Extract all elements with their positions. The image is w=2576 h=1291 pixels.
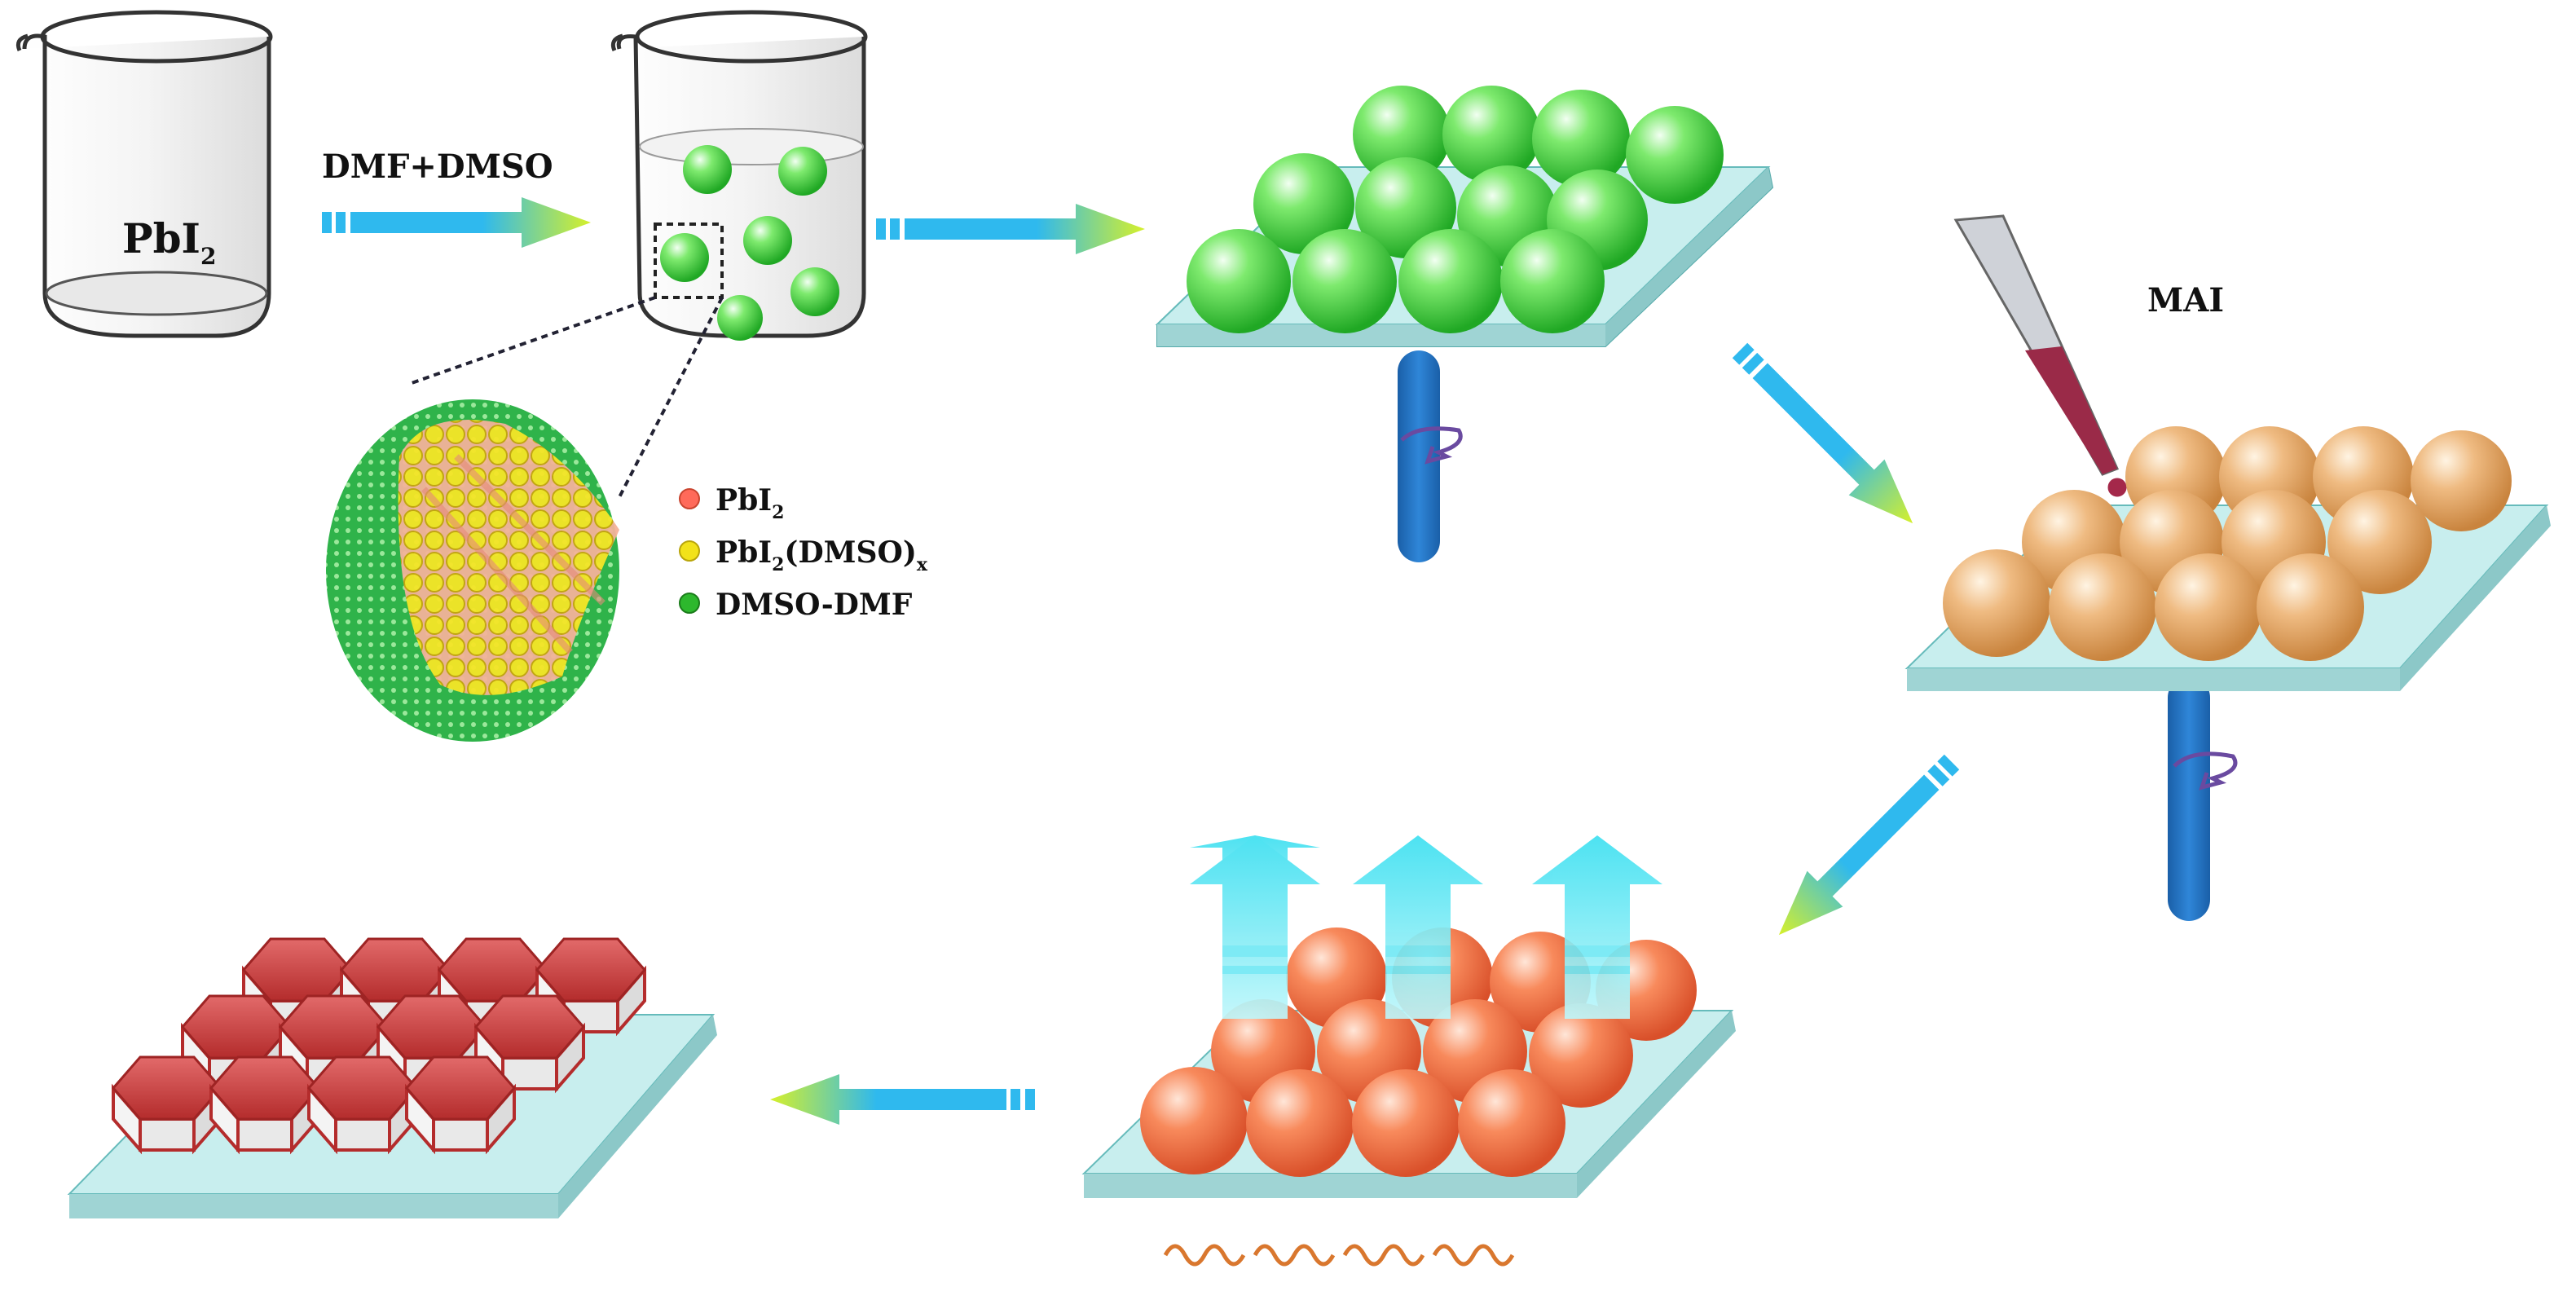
tan-sphere <box>2049 553 2156 661</box>
solute-sphere <box>743 216 792 265</box>
crystal-grain <box>535 937 646 1037</box>
green-sphere <box>1442 86 1540 183</box>
arrow-to-mai <box>1732 342 1913 524</box>
tan-sphere <box>1943 549 2050 657</box>
beaker-solution <box>610 10 868 341</box>
green-sphere <box>1187 229 1291 333</box>
crystal-grain <box>209 1055 320 1155</box>
tan-sphere <box>2327 490 2432 594</box>
crystal-grain <box>405 1055 516 1155</box>
solute-sphere <box>683 145 732 194</box>
substrate-orange-film <box>1081 927 1736 1198</box>
green-sphere <box>1398 229 1503 333</box>
spinner-shaft <box>2168 676 2210 921</box>
solute-sphere <box>790 267 839 316</box>
legend-item-pbi2-dmso: PbI2(DMSO)x <box>716 535 928 575</box>
green-sphere <box>1292 229 1397 333</box>
arrow-spin-coat <box>876 204 1145 254</box>
crystal-grains <box>112 937 646 1155</box>
legend-item-dmso-dmf: DMSO-DMF <box>716 588 913 622</box>
orange-sphere <box>1529 1003 1633 1108</box>
crystal-grain <box>307 1055 418 1155</box>
legend-swatch-pbi2-dmso <box>679 540 700 562</box>
zoom-sphere-cutaway <box>326 399 619 742</box>
orange-sphere <box>1352 1069 1460 1177</box>
green-sphere <box>1353 86 1451 183</box>
solute-sphere <box>717 295 763 341</box>
green-sphere <box>1500 229 1605 333</box>
arrow-to-crystals <box>770 1074 1035 1125</box>
vapor-arrow <box>1190 835 1320 1019</box>
tan-sphere <box>2411 430 2512 531</box>
pipette-mai: MAI <box>1953 214 2224 500</box>
zoom-box <box>654 223 724 299</box>
orange-sphere <box>1140 1067 1248 1174</box>
legend-swatch-dmso-dmf <box>679 593 700 614</box>
tan-sphere <box>2155 553 2262 661</box>
beaker1-label: PbI2 <box>122 214 216 270</box>
solute-sphere <box>778 147 827 196</box>
orange-sphere <box>1246 1069 1354 1177</box>
beaker-pbi2: PbI2 <box>15 10 273 338</box>
green-sphere <box>1532 90 1630 187</box>
orange-sphere <box>1458 1069 1565 1177</box>
arrow-to-anneal <box>1778 754 1960 936</box>
green-sphere <box>1626 106 1724 204</box>
legend-item-pbi2: PbI2 <box>716 483 784 523</box>
vapor-arrow <box>1532 835 1662 1019</box>
arrow-dissolve: DMF+DMSO <box>322 148 591 248</box>
green-sphere <box>1253 153 1354 254</box>
crystal-grain <box>112 1055 222 1155</box>
tan-sphere <box>2257 553 2364 661</box>
solute-sphere <box>660 233 709 282</box>
droplet <box>2105 475 2129 500</box>
substrate-green-film <box>1155 86 1774 562</box>
vapor-arrows <box>1190 835 1662 1019</box>
vapor-arrow <box>1353 835 1483 1019</box>
pipette-label: MAI <box>2147 281 2224 319</box>
arrow1-label: DMF+DMSO <box>322 148 553 186</box>
substrate-tan-film <box>1904 426 2551 921</box>
legend: PbI2 PbI2(DMSO)x DMSO-DMF <box>679 483 928 622</box>
legend-swatch-pbi2 <box>679 488 700 509</box>
spinner-shaft <box>1398 350 1440 562</box>
heat-waves <box>1163 1244 1515 1267</box>
